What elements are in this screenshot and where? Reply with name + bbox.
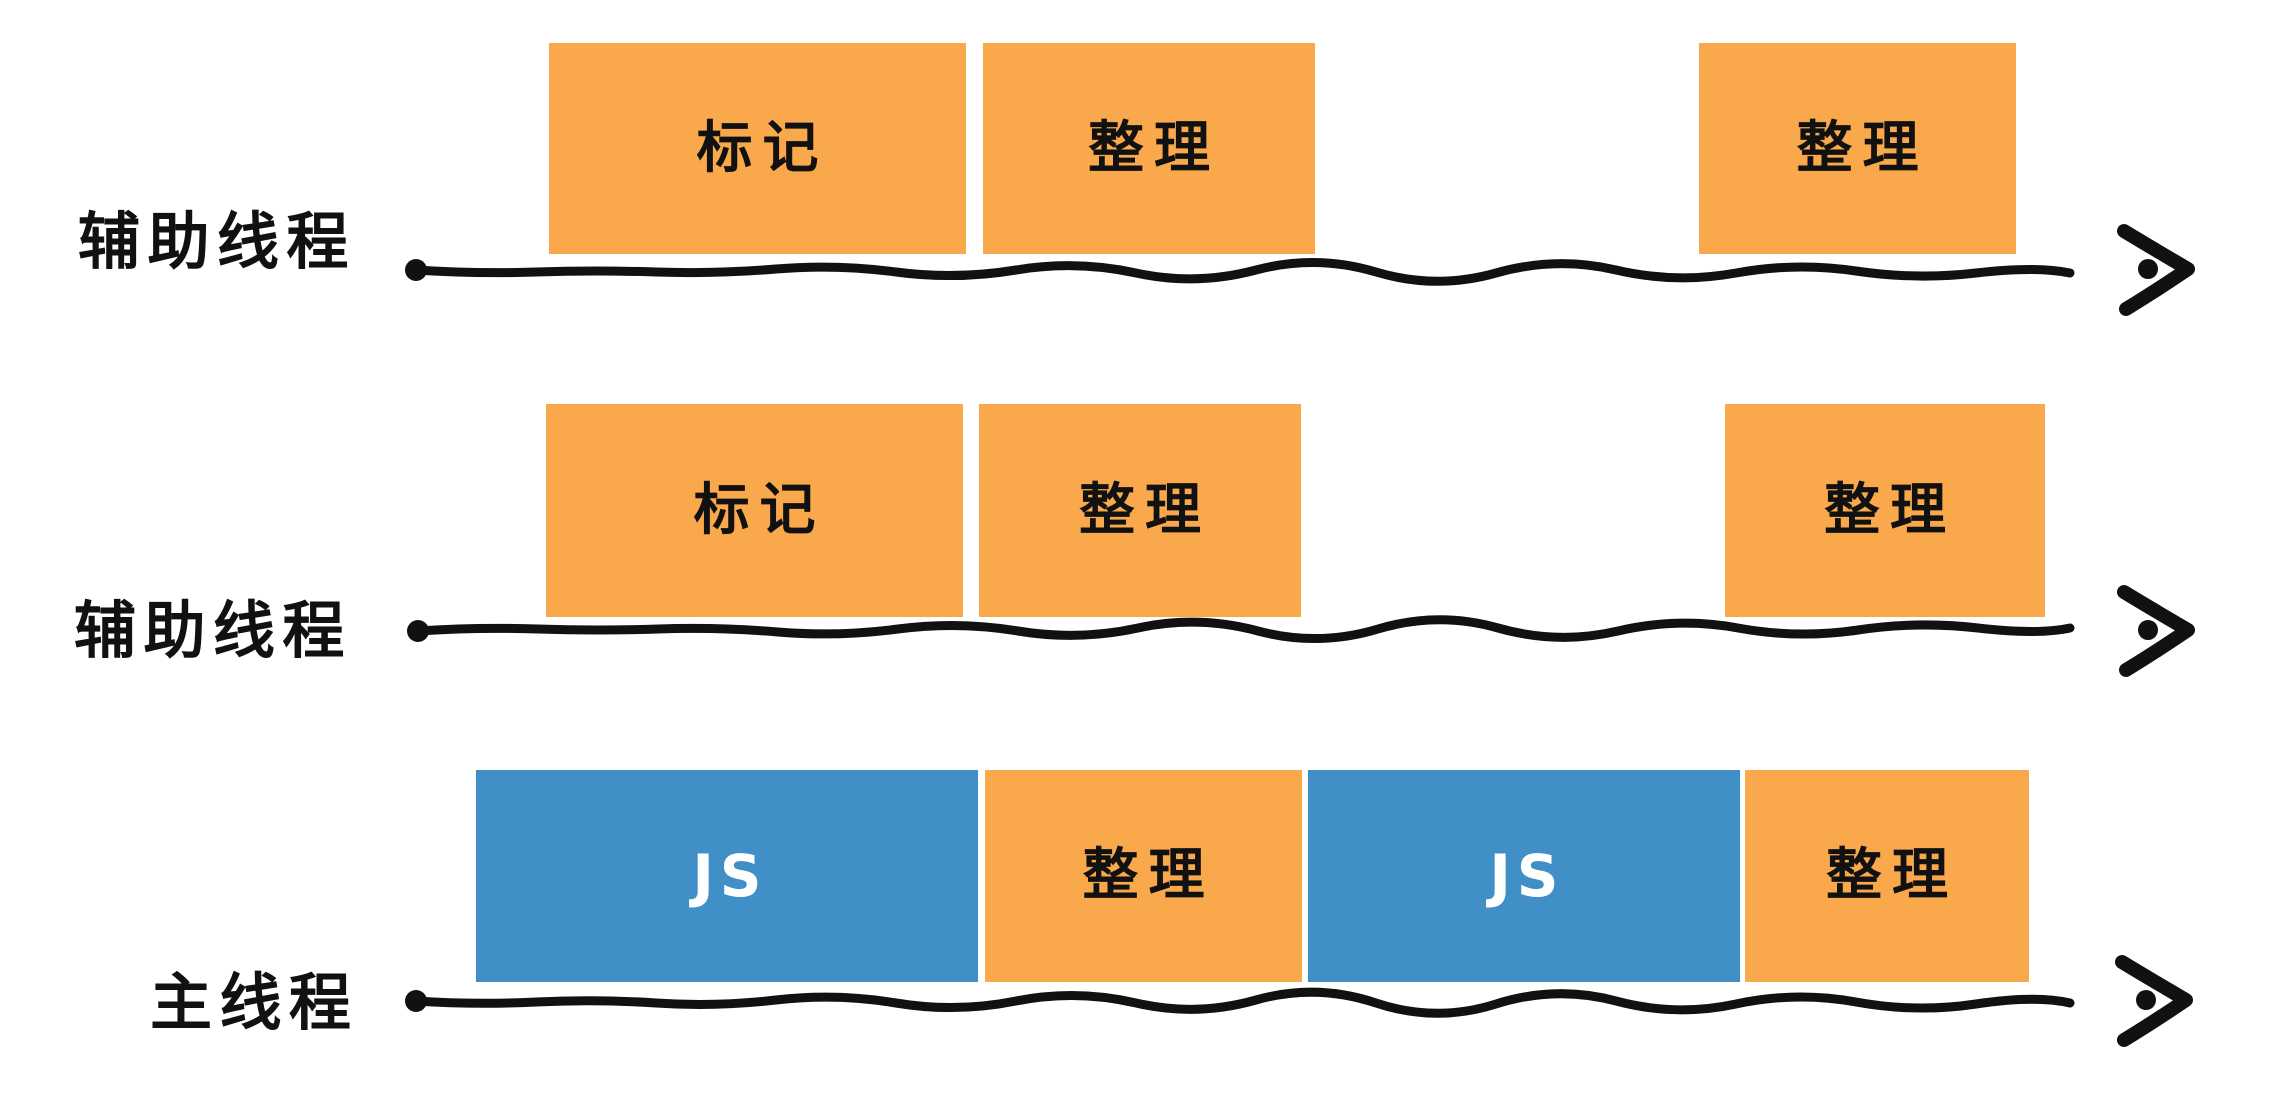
js-exec-box: JS bbox=[476, 770, 978, 982]
task-box-compact: 整理 bbox=[983, 43, 1315, 254]
js-exec-box: JS bbox=[1308, 770, 1740, 982]
task-box-compact: 整理 bbox=[979, 404, 1301, 617]
thread-label-helper-2: 辅助线程 bbox=[74, 594, 352, 667]
thread-label-main: 主线程 bbox=[150, 966, 359, 1039]
task-box-compact: 整理 bbox=[1745, 770, 2029, 982]
task-box-compact: 整理 bbox=[1699, 43, 2016, 254]
task-box-compact: 整理 bbox=[1725, 404, 2045, 617]
task-box-mark: 标记 bbox=[546, 404, 963, 617]
task-box-mark: 标记 bbox=[549, 43, 966, 254]
thread-label-helper-1: 辅助线程 bbox=[78, 205, 356, 278]
task-box-compact: 整理 bbox=[985, 770, 1302, 982]
